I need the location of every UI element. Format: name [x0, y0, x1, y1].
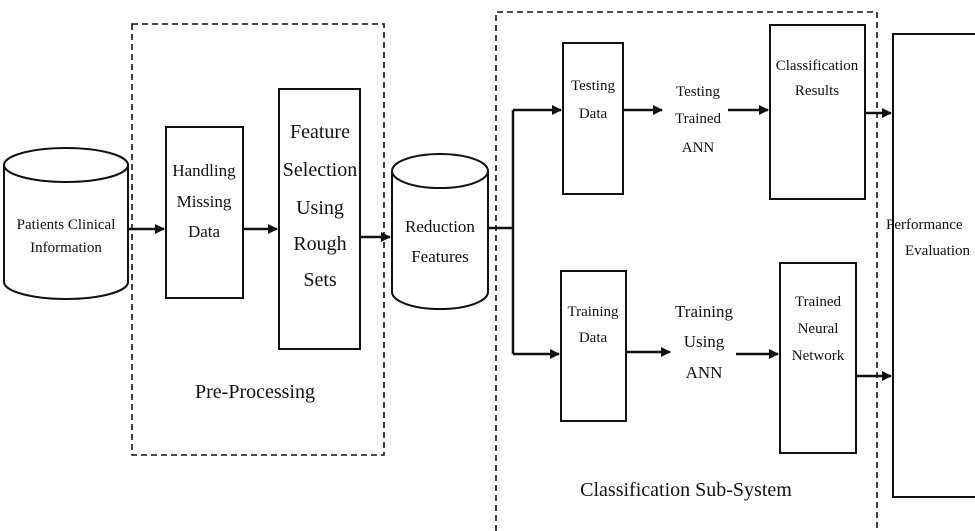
pre-processing-group	[131, 23, 385, 456]
classification-results-line-1: Classification	[776, 58, 859, 74]
training-data-box	[560, 270, 627, 422]
reduction-label-line-1: Reduction	[405, 217, 475, 236]
classification-results-box	[769, 24, 866, 200]
training-using-ann-line-2: Using	[684, 332, 725, 351]
feature-label-line-1: Feature	[290, 121, 350, 143]
performance-evaluation-box	[892, 33, 975, 498]
feature-selection-box	[278, 88, 361, 350]
testing-trained-ann-line-3: ANN	[682, 140, 715, 156]
training-using-ann-line-3: ANN	[686, 363, 723, 382]
handling-label-line-2: Missing	[177, 192, 232, 211]
testing-trained-ann-line-2: Trained	[675, 111, 722, 127]
testing-data-label-line-2: Data	[579, 106, 608, 122]
performance-label-line-2: Evaluation	[905, 243, 970, 259]
training-data-label-line-2: Data	[579, 330, 608, 346]
handling-label-line-3: Data	[188, 222, 221, 241]
performance-label-line-1: Performance	[886, 217, 963, 233]
testing-trained-ann-line-1: Testing	[676, 84, 720, 100]
pre-processing-label: Pre-Processing	[195, 381, 315, 403]
training-using-ann-line-1: Training	[675, 302, 733, 321]
feature-label-line-2: Selection	[283, 159, 357, 181]
trained-network-line-2: Neural	[798, 321, 839, 337]
training-data-label-line-1: Training	[567, 304, 619, 320]
feature-label-line-3: Using	[296, 197, 344, 219]
feature-label-line-4: Rough	[293, 233, 346, 255]
handling-missing-data-box	[165, 126, 244, 299]
trained-network-line-3: Network	[792, 348, 845, 364]
testing-data-label-line-1: Testing	[571, 78, 615, 94]
classification-results-line-2: Results	[795, 83, 839, 99]
patients-label-line-1: Patients Clinical	[17, 217, 116, 233]
patients-clinical-information-database	[3, 147, 129, 300]
patients-label-line-2: Information	[30, 240, 102, 256]
feature-label-line-5: Sets	[303, 269, 337, 291]
trained-network-line-1: Trained	[795, 294, 842, 310]
trained-neural-network-box	[779, 262, 857, 454]
reduction-features-database	[391, 153, 489, 310]
classification-subsystem-label: Classification Sub-System	[580, 479, 792, 501]
handling-label-line-1: Handling	[172, 161, 236, 180]
reduction-label-line-2: Features	[411, 247, 469, 266]
testing-data-box	[562, 42, 624, 195]
